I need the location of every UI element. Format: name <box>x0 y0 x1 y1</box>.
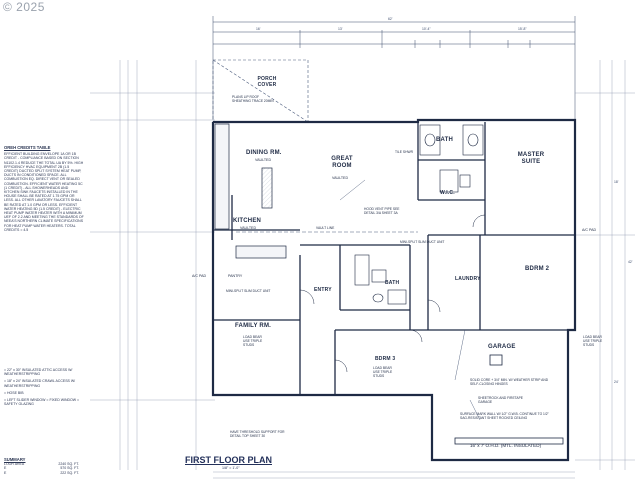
right-dimension-2: 18' <box>614 180 619 184</box>
right-dimension-1: 24' <box>614 380 619 384</box>
note-garage-door-fire: SOLID CORE + 3/4" MIN. W/ WEATHER STRIP … <box>470 378 549 387</box>
room-dining-sub: VAULTED <box>255 158 272 162</box>
note-vault-line: VAULT LINE <box>316 226 335 230</box>
summary-row-label: LOOR AREA <box>4 462 25 467</box>
note-ac-pad-left: A/C PAD <box>192 274 207 278</box>
legend-panel: = 22" x 30" INSULATED ATTIC ACCESS W/ WE… <box>4 368 84 406</box>
bath-fixtures <box>354 124 484 305</box>
room-great: GREAT ROOM <box>331 156 353 169</box>
legend-hose: = HOSE BIB <box>4 390 24 395</box>
summary-row: E 222 SQ. FT. <box>4 471 79 475</box>
watermark: © 2025 <box>3 0 45 14</box>
room-bath-master: BATH <box>436 137 454 143</box>
note-bdrm3-load: LOAD BEAR USE TRIPLE STUDS <box>373 366 393 379</box>
room-garage: GARAGE <box>488 344 516 350</box>
room-kitchen: KITCHEN <box>233 218 262 224</box>
note-tile-shower: TILE SHWR <box>395 150 413 154</box>
summary-heading: SUMMARY <box>4 457 26 462</box>
summary-row: E 570 SQ. FT. <box>4 466 79 470</box>
summary-row-value: 222 SQ. FT. <box>60 470 79 475</box>
legend-windows: = LEFT SLIDER WINDOW = FIXED WINDOW = SA… <box>4 398 80 407</box>
summary-panel: SUMMARY LOOR AREA 2240 SQ. FT. E 570 SQ.… <box>4 457 79 475</box>
note-porch-roof: PLANS LIP ROOF SHEATHING TRACE 20MIN <box>232 95 274 104</box>
plan-title: FIRST FLOOR PLAN <box>185 455 272 465</box>
interior-walls <box>213 122 575 395</box>
credits-text: EFFICIENT BUILDING ENVELOPE 1A OR 1B CRE… <box>4 152 84 232</box>
note-ac-pad-right: A/C PAD <box>582 228 597 232</box>
room-bdrm-3: BDRM 3 <box>375 356 396 362</box>
room-dining: DINING RM. <box>246 150 282 156</box>
door-swings <box>299 214 486 373</box>
room-wic: W.I.C. <box>440 190 455 196</box>
room-entry: ENTRY <box>314 287 332 293</box>
top-segment-2: 13' <box>338 27 343 31</box>
summary-row-value: 2240 SQ. FT. <box>58 462 79 467</box>
top-segment-3: 10'-4" <box>422 27 431 31</box>
room-bath-2: BATH <box>385 280 400 286</box>
overall-width-dimension: 62' <box>388 17 393 21</box>
top-dimension-lines <box>212 16 576 130</box>
plan-scale: 1/8" = 1'-0" <box>222 466 240 470</box>
room-family: FAMILY RM. <box>235 323 272 329</box>
summary-row-label: E <box>4 466 7 471</box>
room-kitchen-sub: VAULTED <box>240 226 257 230</box>
room-great-sub: VAULTED <box>332 176 349 180</box>
guide-lines <box>90 60 635 479</box>
note-hood-vent: HOOD VENT PIPE SEE DETAIL 3/A SHEET 3A <box>364 207 400 216</box>
summary-row-value: 570 SQ. FT. <box>60 466 79 471</box>
room-master-suite: MASTER SUITE <box>517 152 545 165</box>
summary-row-label: E <box>4 470 7 475</box>
kitchen-counters <box>214 123 287 259</box>
porch-outline <box>212 59 309 123</box>
note-surface-wall: SURFACE MARK WALL W/ 1/2" G.W.B. CONTINU… <box>460 412 549 421</box>
room-porch-cover: PORCH COVER <box>257 76 277 88</box>
note-threshold: HAVE THRESHOLD SUPPORT FOR DETAIL TOP SH… <box>230 430 285 439</box>
summary-row: LOOR AREA 2240 SQ. FT. <box>4 462 79 466</box>
note-overhead-door: 16' x 7' O.H.D. (MTL. INSULATED) <box>470 443 542 448</box>
right-dimension-overall: 42' <box>628 260 633 264</box>
note-mini-split-2: MINI-SPLIT SLIM DUCT UNIT <box>226 289 271 293</box>
leader-lines <box>339 179 481 421</box>
garage-door <box>454 354 564 445</box>
legend-crawl: = 18" x 24" INSULATED CRAWL ACCESS W/ WE… <box>4 379 76 388</box>
credits-heading: OREH CREDITS TABLE <box>4 145 51 150</box>
top-segment-1: 16' <box>256 27 261 31</box>
note-mini-split-1: MINI-SPLIT SLIM DUCT UNIT <box>400 240 445 244</box>
room-laundry: LAUNDRY <box>455 276 481 282</box>
room-bdrm-2: BDRM 2 <box>525 266 550 272</box>
note-garage-load: LOAD BEAR USE TRIPLE STUDS <box>583 335 603 348</box>
room-pantry: PANTRY <box>228 274 243 278</box>
note-family-load: LOAD BEAR USE TRIPLE STUDS <box>243 335 263 348</box>
legend-attic: = 22" x 30" INSULATED ATTIC ACCESS W/ WE… <box>4 368 73 377</box>
left-notes-panel: OREH CREDITS TABLE EFFICIENT BUILDING EN… <box>4 145 84 232</box>
note-sheetrock: SHEETROCK AND FIRETAPE GARAGE <box>478 396 524 405</box>
top-segment-4: 15'-8" <box>518 27 527 31</box>
